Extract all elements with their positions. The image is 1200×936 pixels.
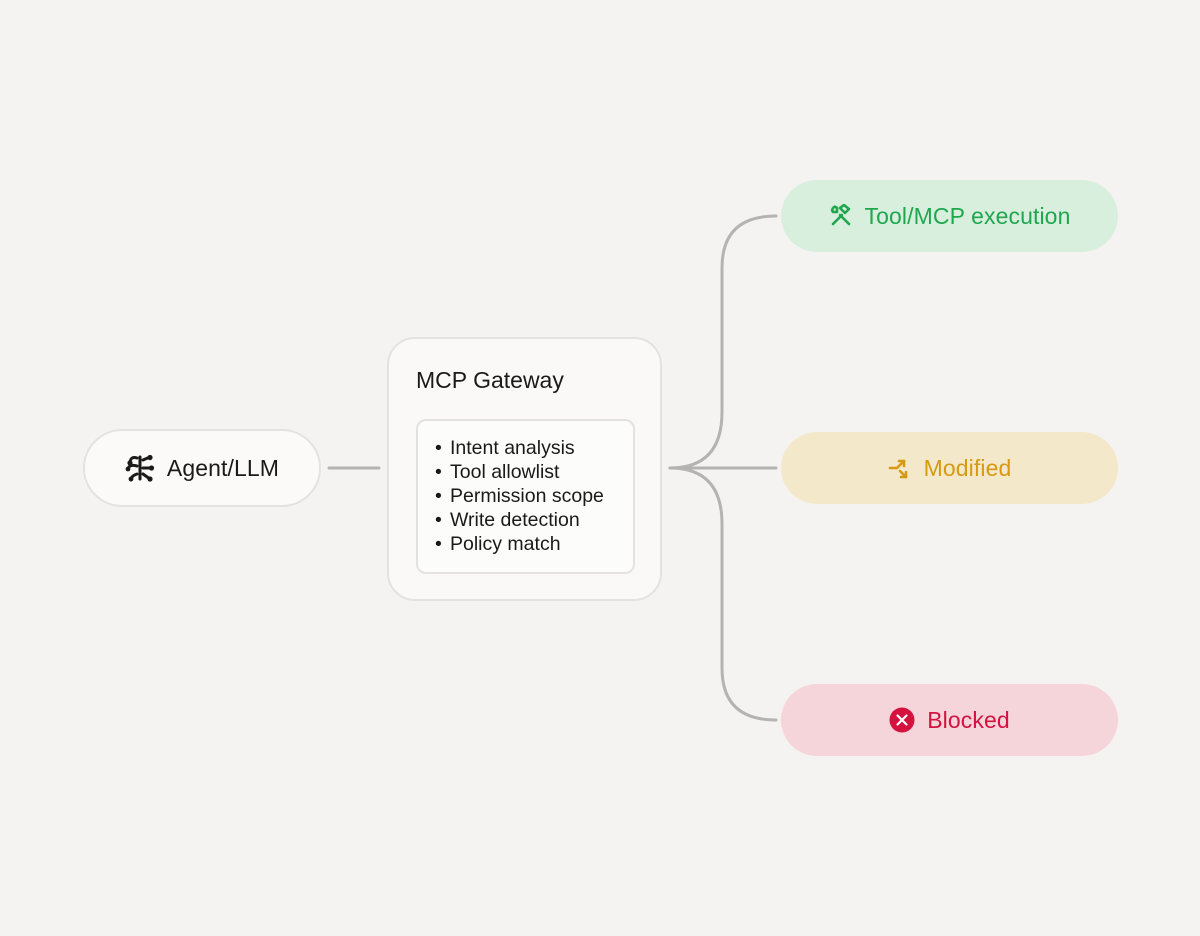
outcome-blocked: Blocked: [781, 684, 1118, 756]
outcome-modified-label: Modified: [923, 454, 1012, 481]
brain-icon: [125, 454, 155, 482]
connector-gateway-execution: [668, 214, 778, 470]
gateway-checks-box: •Intent analysis •Tool allowlist •Permis…: [416, 419, 635, 574]
check-item: •Policy match: [435, 533, 561, 555]
gateway-node: MCP Gateway •Intent analysis •Tool allow…: [387, 337, 662, 601]
outcome-execution: Tool/MCP execution: [781, 180, 1118, 252]
merge-arrow-icon: [888, 456, 912, 480]
outcome-modified: Modified: [781, 432, 1118, 504]
tools-icon: [829, 204, 853, 228]
check-item: •Permission scope: [435, 485, 604, 507]
agent-label: Agent/LLM: [166, 454, 280, 481]
check-item: •Intent analysis: [435, 437, 575, 459]
outcome-blocked-label: Blocked: [927, 706, 1010, 733]
outcome-execution-label: Tool/MCP execution: [864, 202, 1071, 229]
x-circle-icon: [889, 707, 915, 733]
check-item: •Tool allowlist: [435, 461, 560, 483]
check-item: •Write detection: [435, 509, 580, 531]
gateway-title: MCP Gateway: [416, 367, 564, 393]
agent-node: Agent/LLM: [83, 429, 321, 507]
connector-gateway-blocked: [668, 466, 778, 722]
gateway-checks-list: •Intent analysis •Tool allowlist •Permis…: [435, 436, 633, 556]
